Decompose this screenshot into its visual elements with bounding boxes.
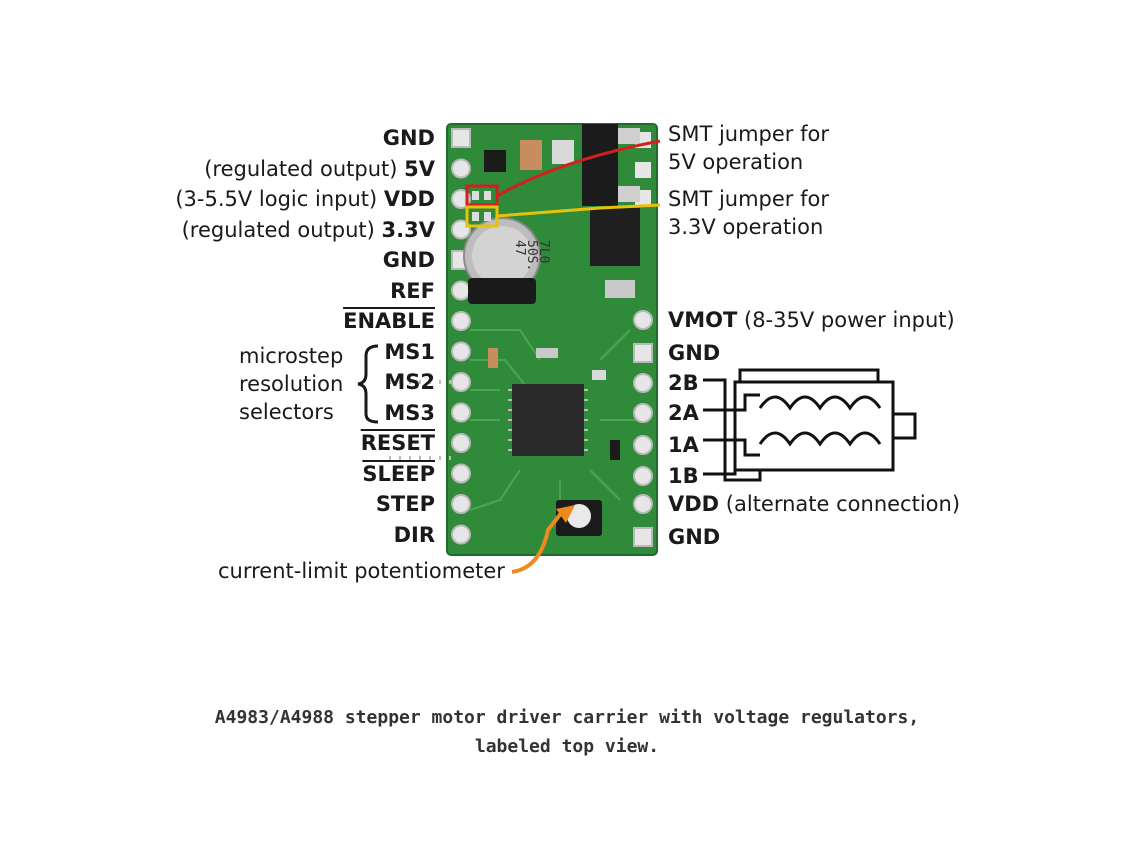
left-pin-label-2: (3-5.5V logic input) VDD xyxy=(175,187,435,211)
stepper-motor-schematic xyxy=(703,370,915,480)
right-pin-name: GND xyxy=(668,525,720,549)
left-pad xyxy=(452,282,470,300)
left-pad xyxy=(452,160,470,178)
left-pin-name: MS2 xyxy=(384,370,435,394)
left-pin-name: GND xyxy=(383,248,435,272)
right-pin-name: GND xyxy=(668,341,720,365)
potentiometer-label: current-limit potentiometer xyxy=(218,559,505,583)
caption-line-2: labeled top view. xyxy=(0,732,1134,761)
figure-caption: A4983/A4988 stepper motor driver carrier… xyxy=(0,703,1134,761)
right-pad xyxy=(634,404,652,422)
right-pin-label-5: 1B xyxy=(668,464,699,488)
left-pin-name: REF xyxy=(390,279,435,303)
left-pin-name: DIR xyxy=(394,523,435,547)
left-pin-label-0: GND xyxy=(383,126,435,150)
left-pad xyxy=(452,434,470,452)
left-pin-label-9: MS3 xyxy=(384,401,435,425)
left-pin-label-13: DIR xyxy=(394,523,435,547)
left-pin-name: 3.3V xyxy=(382,218,435,242)
jumper-3v3-note-line-2: 3.3V operation xyxy=(668,215,823,239)
left-pin-label-6: ENABLE xyxy=(343,309,435,333)
cap-line-3: 7L0 xyxy=(536,240,551,263)
left-pin-label-10: RESET xyxy=(361,431,435,455)
right-pin-name: 2B xyxy=(668,371,699,395)
right-pad xyxy=(634,528,652,546)
jumper-5v-note-line-2: 5V operation xyxy=(668,150,803,174)
right-pad xyxy=(634,436,652,454)
microstep-brace xyxy=(358,346,378,422)
right-pad xyxy=(634,311,652,329)
left-pin-label-5: REF xyxy=(390,279,435,303)
left-pin-name: VDD xyxy=(384,187,435,211)
left-pin-label-8: MS2 xyxy=(384,370,435,394)
right-pad xyxy=(634,374,652,392)
left-pin-name: GND xyxy=(383,126,435,150)
left-pin-label-3: (regulated output) 3.3V xyxy=(182,218,435,242)
left-pad xyxy=(452,373,470,391)
left-pin-label-4: GND xyxy=(383,248,435,272)
left-pin-description: (regulated output) xyxy=(182,218,382,242)
top-right-pad xyxy=(635,162,651,178)
left-pad xyxy=(452,129,470,147)
right-pin-label-2: 2B xyxy=(668,371,699,395)
left-pin-name: SLEEP xyxy=(362,462,435,486)
right-pin-name: VMOT xyxy=(668,308,737,332)
left-pin-label-12: STEP xyxy=(376,492,435,516)
left-pad xyxy=(452,343,470,361)
right-pin-label-7: GND xyxy=(668,525,720,549)
regulator-3v3 xyxy=(590,208,640,266)
right-pin-name: VDD xyxy=(668,492,719,516)
left-pad xyxy=(452,465,470,483)
right-pin-label-1: GND xyxy=(668,341,720,365)
microstep-label-line-3: selectors xyxy=(239,400,334,424)
left-pad xyxy=(452,495,470,513)
left-pad xyxy=(452,312,470,330)
jumper-5v-note-line-1: SMT jumper for xyxy=(668,122,829,146)
right-pin-label-3: 2A xyxy=(668,401,699,425)
left-pad xyxy=(452,526,470,544)
microstep-label-line-2: resolution xyxy=(239,372,343,396)
left-pin-label-11: SLEEP xyxy=(362,462,435,486)
right-pin-name: 1B xyxy=(668,464,699,488)
left-pin-label-7: MS1 xyxy=(384,340,435,364)
left-pin-description: (3-5.5V logic input) xyxy=(175,187,384,211)
left-pin-description: (regulated output) xyxy=(204,157,404,181)
caption-line-1: A4983/A4988 stepper motor driver carrier… xyxy=(0,703,1134,732)
right-pad xyxy=(634,344,652,362)
left-pin-name: STEP xyxy=(376,492,435,516)
jumper-3v3-note-line-1: SMT jumper for xyxy=(668,187,829,211)
right-pin-description: (alternate connection) xyxy=(719,492,960,516)
left-pin-label-1: (regulated output) 5V xyxy=(204,157,435,181)
left-pin-name: ENABLE xyxy=(343,309,435,333)
microstep-label-line-1: microstep xyxy=(239,344,343,368)
left-pad xyxy=(452,404,470,422)
right-pin-name: 2A xyxy=(668,401,699,425)
right-pin-label-4: 1A xyxy=(668,433,699,457)
left-pin-name: 5V xyxy=(404,157,435,181)
right-pad xyxy=(634,495,652,513)
regulator-5v xyxy=(582,124,618,206)
right-pin-name: 1A xyxy=(668,433,699,457)
right-pin-description: (8-35V power input) xyxy=(737,308,954,332)
left-pin-name: MS1 xyxy=(384,340,435,364)
right-pad xyxy=(634,467,652,485)
left-pin-name: MS3 xyxy=(384,401,435,425)
right-pin-label-6: VDD (alternate connection) xyxy=(668,492,960,516)
right-pin-label-0: VMOT (8-35V power input) xyxy=(668,308,955,332)
left-pin-name: RESET xyxy=(361,431,435,455)
